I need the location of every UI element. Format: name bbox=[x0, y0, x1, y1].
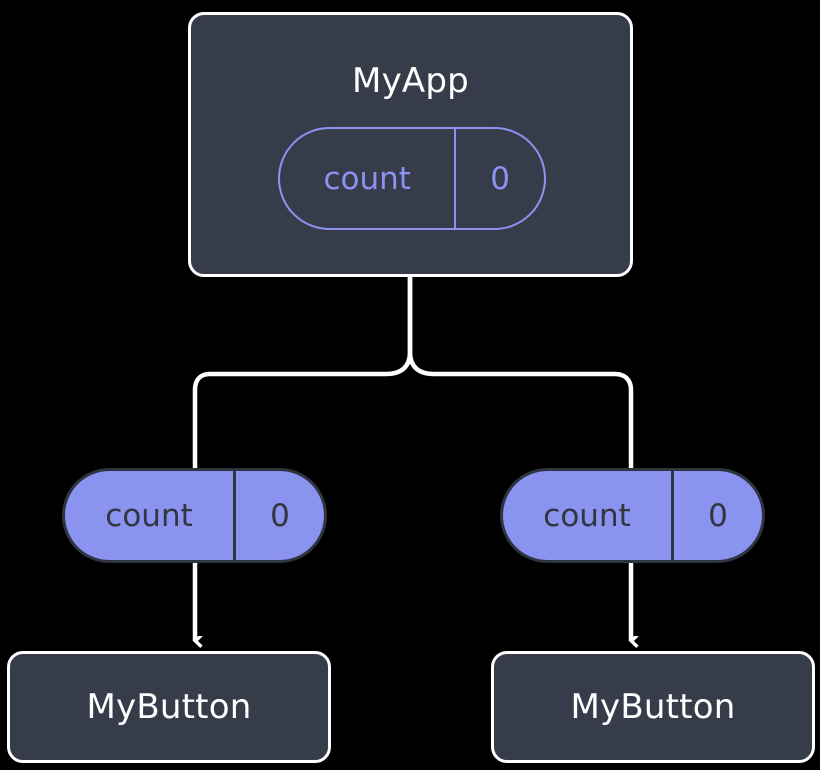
state-pill-key: count bbox=[105, 497, 193, 534]
state-pill-value: 0 bbox=[671, 471, 762, 560]
component-node-mybutton-left[interactable]: MyButton bbox=[7, 651, 331, 763]
state-pill-myapp[interactable]: count 0 bbox=[278, 127, 546, 230]
state-pill-value: 0 bbox=[454, 129, 544, 228]
state-pill-right[interactable]: count 0 bbox=[500, 468, 765, 563]
state-pill-key: count bbox=[323, 160, 411, 197]
state-pill-key: count bbox=[543, 497, 631, 534]
state-pill-left[interactable]: count 0 bbox=[62, 468, 327, 563]
component-label-myapp: MyApp bbox=[352, 61, 469, 101]
component-label-mybutton: MyButton bbox=[570, 687, 736, 727]
state-pill-value: 0 bbox=[233, 471, 324, 560]
component-label-mybutton: MyButton bbox=[86, 687, 252, 727]
edge-myapp-to-right-state bbox=[407, 277, 634, 470]
component-node-mybutton-right[interactable]: MyButton bbox=[491, 651, 815, 763]
edge-myapp-to-left-state bbox=[192, 277, 413, 470]
